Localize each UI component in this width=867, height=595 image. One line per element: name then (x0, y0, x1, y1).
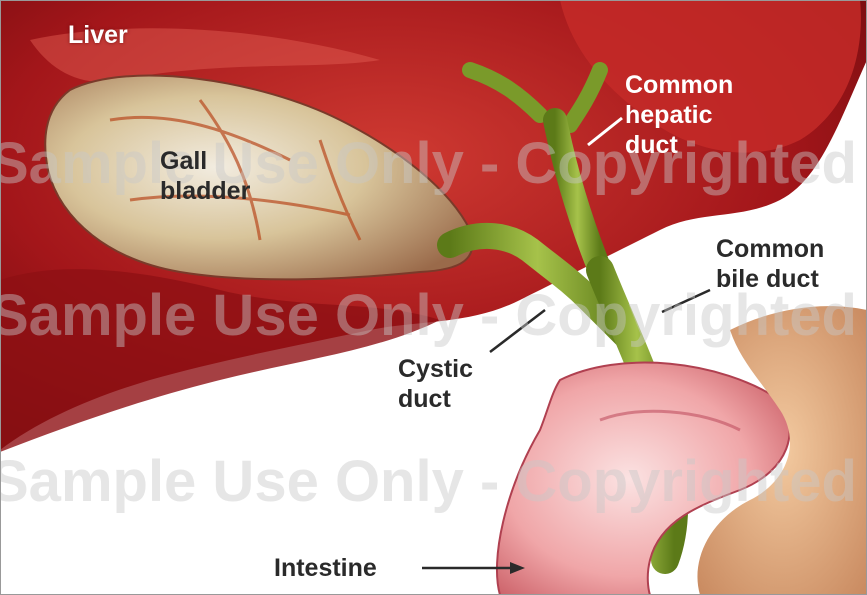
common-bile-leader-line (662, 290, 710, 312)
cystic-leader-line (490, 310, 545, 352)
cystic-duct-label-line2: duct (398, 384, 451, 414)
intestine-label: Intestine (274, 553, 377, 583)
gall-bladder-label-line1: Gall (160, 146, 207, 176)
common-hepatic-label-line1: Common (625, 70, 733, 100)
cystic-duct-label-line1: Cystic (398, 354, 473, 384)
common-hepatic-label-line2: hepatic (625, 100, 713, 130)
common-bile-label-line2: bile duct (716, 264, 819, 294)
common-bile-label-line1: Common (716, 234, 824, 264)
gall-bladder-label-line2: bladder (160, 176, 250, 206)
common-hepatic-label-line3: duct (625, 130, 678, 160)
liver-label: Liver (68, 20, 128, 50)
